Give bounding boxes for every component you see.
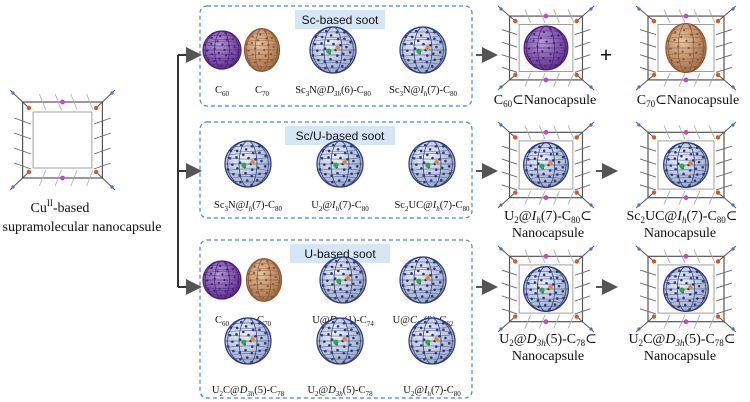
molecule-2-2-2 <box>408 317 456 365</box>
molecule-label: U2@Ih(7)-C80 <box>403 385 461 398</box>
soot-box-u: U-based soot <box>199 239 473 399</box>
capsule-u2c-c78-guest <box>663 266 709 312</box>
molecule-label: C60 <box>215 85 230 98</box>
molecule-label: U2C@D3h(5)-C78 <box>212 385 285 398</box>
result-u2-c80: U2@Ih(7)-C80⊂ <box>504 209 592 225</box>
molecule-1-1-1 <box>316 140 364 188</box>
capsule-u2-c80-guest <box>523 142 569 188</box>
molecule-label: Sc3N@Ih(7)-C80 <box>389 85 458 98</box>
capsule-u2-c80 <box>497 121 595 209</box>
result-u2-c78-line2: Nanocapsule <box>512 349 584 364</box>
result-sc2uc-c80-line2: Nanocapsule <box>644 226 716 241</box>
result-row-2: U2@Ih(7)-C80⊂ Nanocapsule Sc2UC@Ih(7)-C8… <box>504 209 737 241</box>
molecule-label: Sc2UC@Ih(7)-C80 <box>394 200 470 213</box>
molecule-2-1-2 <box>319 256 367 304</box>
molecule-0-1-0 <box>202 30 242 70</box>
molecule-label: Sc3N@D3h(6)-C80 <box>295 85 371 98</box>
result-row-1: C60⊂Nanocapsule + C70⊂Nanocapsule <box>494 42 739 109</box>
molecule-1-1-0 <box>224 140 272 188</box>
capsule-sc2uc-c80-guest <box>663 142 709 188</box>
result-arrows <box>476 47 618 295</box>
molecule-2-2-0 <box>224 317 272 365</box>
capsule-c60-guest <box>523 25 569 71</box>
box-title-scu: Sc/U-based soot <box>296 129 385 143</box>
cu-nanocapsule <box>9 89 116 191</box>
plus-sign: + <box>600 42 613 67</box>
soot-box-scu: Sc/U-based soot <box>199 121 473 219</box>
capsule-c60 <box>497 5 595 91</box>
molecule-label: C60 <box>215 315 230 328</box>
box-title-u: U-based soot <box>304 247 376 261</box>
result-u2-c80-line2: Nanocapsule <box>512 226 584 241</box>
left-caption-line1: CuII-based <box>31 198 90 216</box>
molecule-label: Sc3N@Ih(7)-C80 <box>214 200 283 213</box>
molecule-2-1-3 <box>399 256 447 304</box>
capsule-u2-c78 <box>497 245 595 333</box>
result-u2c-c78-line2: Nanocapsule <box>644 349 716 364</box>
molecule-1-1-2 <box>408 140 456 188</box>
molecule-0-1-2 <box>309 26 357 74</box>
molecule-label: C70 <box>257 315 272 328</box>
cu-nanocapsule-structure <box>9 89 116 191</box>
capsule-u2c-c78 <box>635 245 737 333</box>
capsule-c70 <box>635 5 737 91</box>
molecule-label: U2@D3h(5)-C78 <box>307 385 373 398</box>
branch-connectors <box>177 47 202 295</box>
soot-box-sc: Sc-based soot <box>199 5 473 107</box>
result-c70: C70⊂Nanocapsule <box>637 93 739 109</box>
result-u2c-c78: U2C@D3h(5)-C78⊂ <box>628 332 735 348</box>
molecule-2-2-1 <box>316 317 364 365</box>
result-u2-c78: U2@D3h(5)-C78⊂ <box>499 332 597 348</box>
result-c60: C60⊂Nanocapsule <box>494 93 596 109</box>
capsule-c70-guest <box>665 22 707 74</box>
left-caption-line2: supramolecular nanocapsule <box>3 220 162 235</box>
result-row-3: U2@D3h(5)-C78⊂ Nanocapsule U2C@D3h(5)-C7… <box>499 332 735 364</box>
molecule-0-1-1 <box>243 28 281 72</box>
result-sc2uc-c80: Sc2UC@Ih(7)-C80⊂ <box>626 209 737 225</box>
capsule-sc2uc-c80 <box>635 121 737 209</box>
molecule-2-1-0 <box>202 260 242 300</box>
capsule-u2-c78-guest <box>523 266 569 312</box>
box-title-sc: Sc-based soot <box>302 13 379 27</box>
molecule-0-1-3 <box>399 26 447 74</box>
molecule-label: C70 <box>255 85 270 98</box>
molecule-label: U2@Ih(7)-C80 <box>311 200 369 213</box>
molecule-2-1-1 <box>245 258 283 302</box>
